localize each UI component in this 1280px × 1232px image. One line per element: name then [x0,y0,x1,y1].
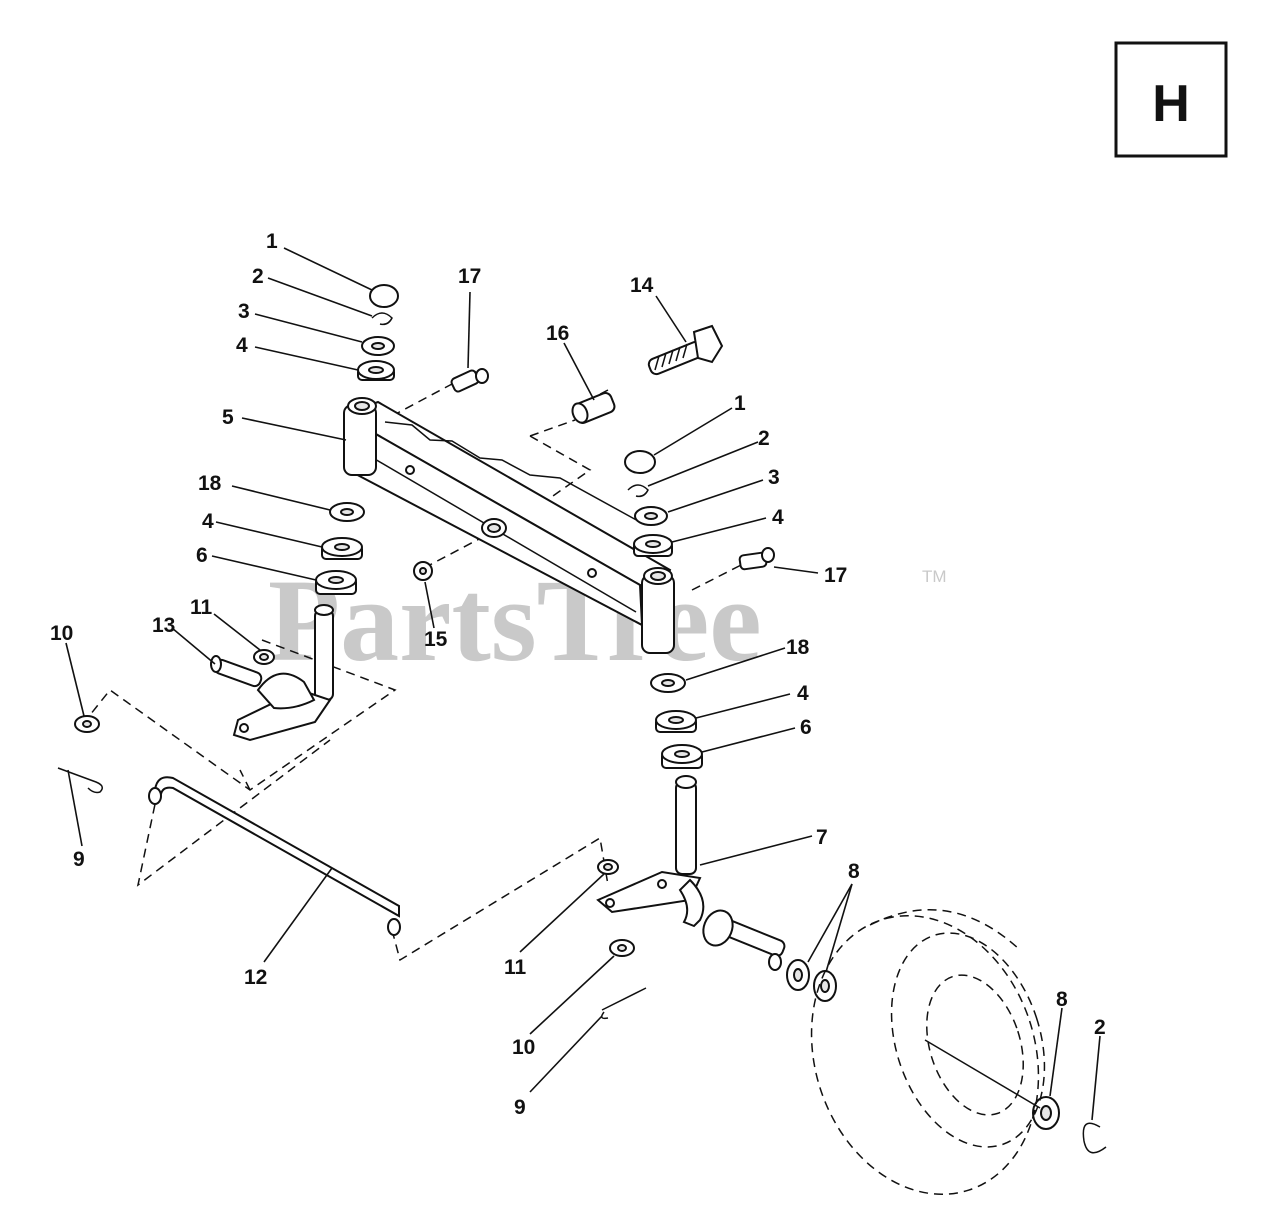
washers-8 [786,959,1060,1130]
callout-2-left: 2 [252,265,264,288]
left-washer-10 [74,715,100,733]
left-cotter-9 [57,767,103,794]
callout-12: 12 [244,966,267,989]
spacer-16 [571,392,616,424]
callout-9-left: 9 [73,848,85,871]
right-cotter-9 [601,987,647,1020]
callout-18-left: 18 [198,472,222,495]
left-lower-stack [315,502,365,595]
callout-3-right: 3 [768,466,780,489]
drag-link [148,776,401,936]
callout-labels: 1 2 3 4 5 18 4 6 17 14 16 1 2 3 4 17 15 … [50,230,1106,1119]
left-upper-stack [357,284,399,381]
callout-3-left: 3 [238,300,250,323]
callout-7: 7 [816,826,828,849]
right-washer-10 [609,939,635,957]
callout-9-right: 9 [514,1096,526,1119]
right-upper-stack [624,450,673,557]
callout-5: 5 [222,406,234,429]
callout-14: 14 [630,274,654,297]
callout-16: 16 [546,322,569,345]
callout-17-top: 17 [458,265,481,288]
assembly-dashed-lines [81,383,746,962]
right-lower-stack [650,673,703,769]
clip-left [371,312,393,326]
callout-1-right: 1 [734,392,746,415]
section-letter: H [1152,75,1190,133]
right-spindle [596,775,786,971]
callout-2-right: 2 [758,427,770,450]
callout-8-pair: 8 [848,860,860,883]
callout-8-single: 8 [1056,988,1068,1011]
wheel-outline [810,909,1046,1196]
front-axle [343,397,675,654]
callout-11-left: 11 [190,596,213,619]
callout-6-right: 6 [800,716,812,739]
e-clip-2 [1082,1122,1107,1154]
leader-lines [65,247,1101,1121]
left-spindle [210,604,334,742]
callout-4-right-lower: 4 [797,682,809,705]
grease-fitting-17-right [738,547,775,571]
bolt-14 [647,324,724,376]
callout-2-clip: 2 [1094,1016,1106,1039]
section-badge: H [1114,41,1228,158]
watermark-trademark: TM [922,567,947,586]
callout-4-left-lower: 4 [202,510,214,533]
callout-17-right: 17 [824,564,847,587]
cap-left [369,284,399,308]
callout-4-left-upper: 4 [236,334,248,357]
callout-1-left: 1 [266,230,278,253]
callout-13: 13 [152,614,175,637]
callout-11-right: 11 [504,956,527,979]
callout-10-right: 10 [512,1036,535,1059]
callout-6-left: 6 [196,544,208,567]
callout-4-right-upper: 4 [772,506,784,529]
callout-18-right: 18 [786,636,810,659]
callout-15: 15 [424,628,448,651]
callout-10-left: 10 [50,622,73,645]
grease-fitting-17-left [450,368,489,393]
nut-15 [413,561,433,581]
